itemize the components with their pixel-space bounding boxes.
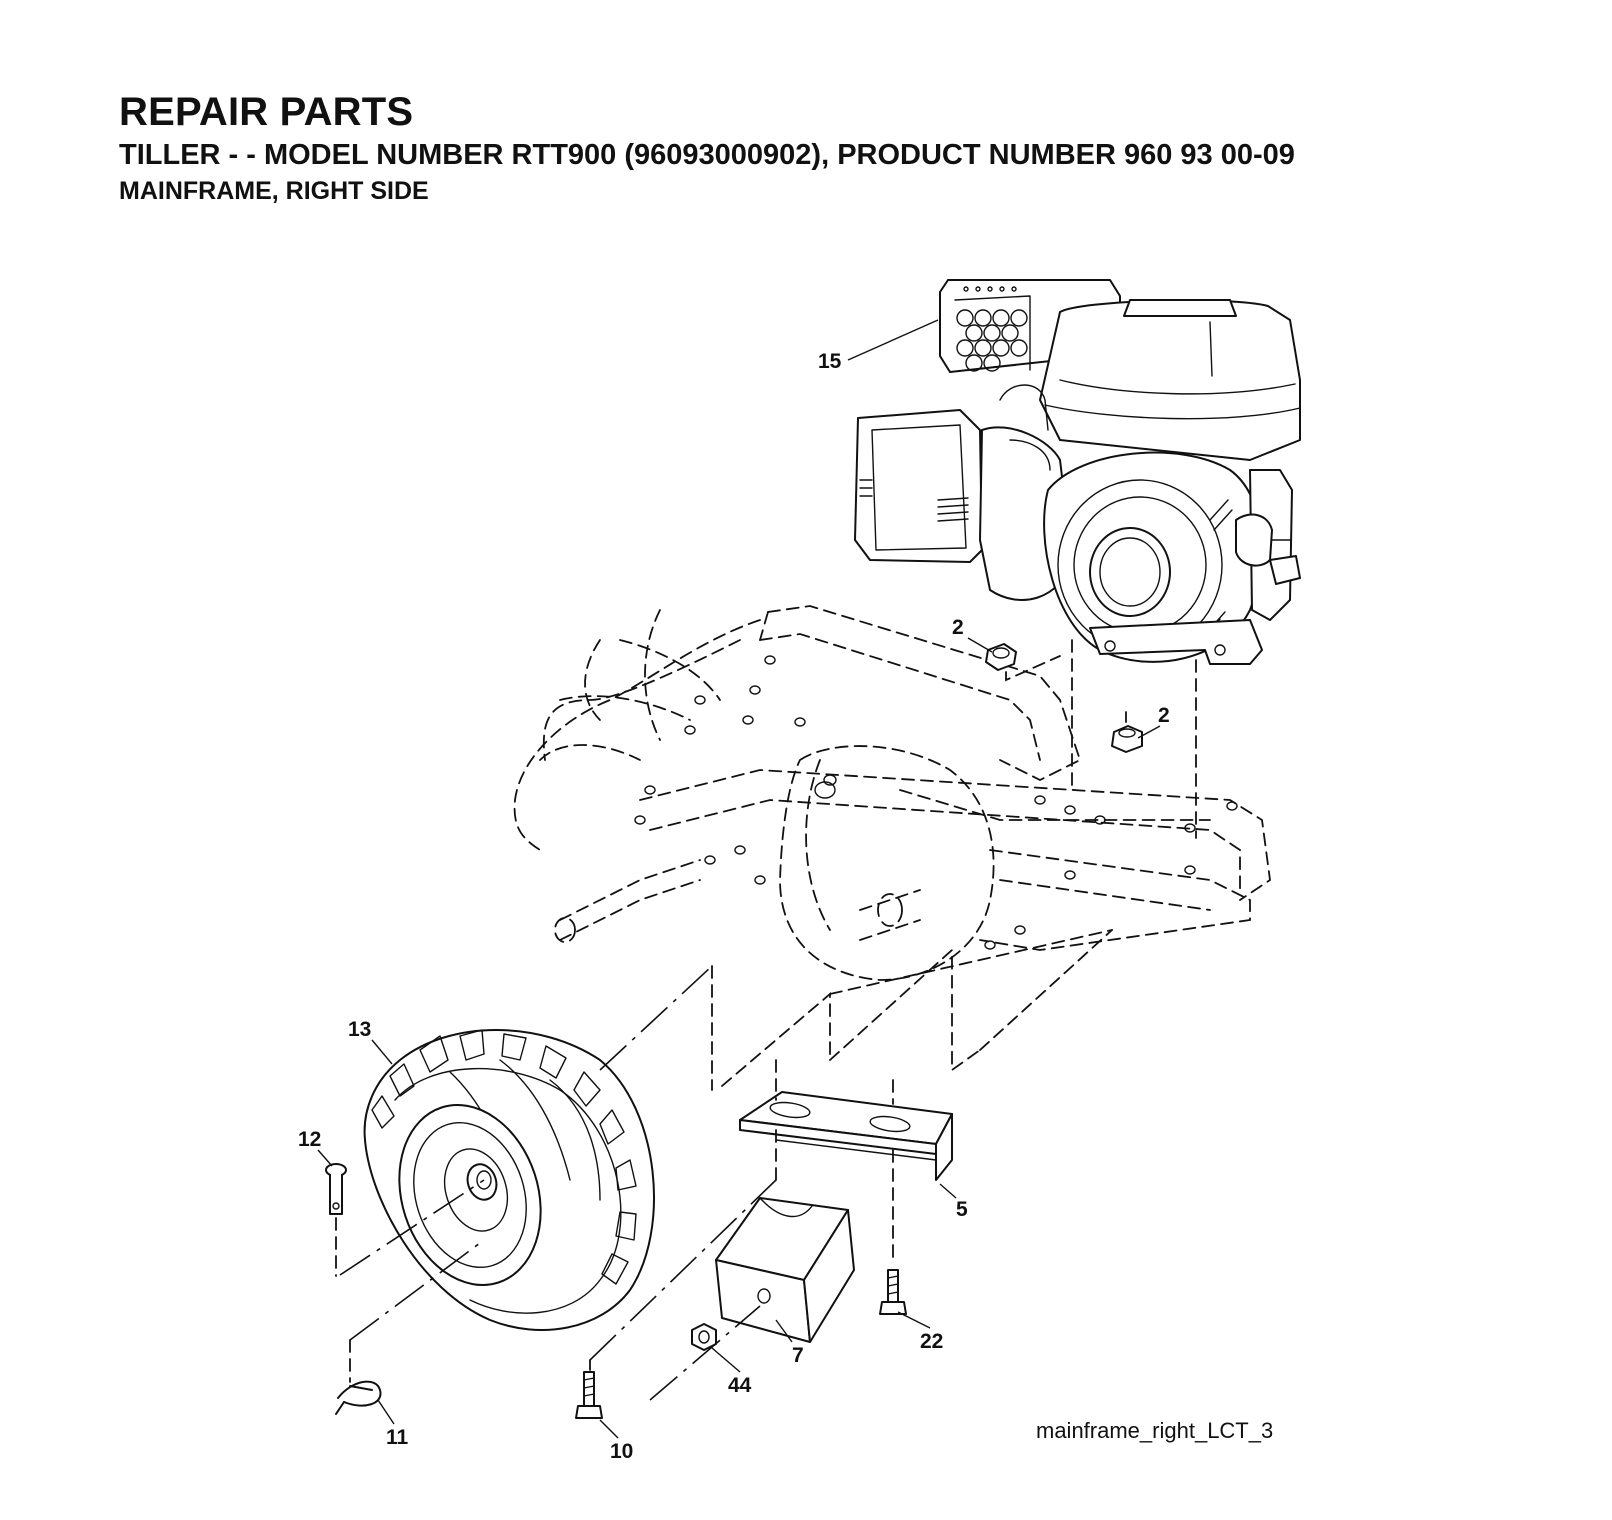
svg-text:2: 2 (952, 616, 964, 639)
callout-12: 12 (298, 1128, 333, 1167)
callout-44: 44 (711, 1347, 752, 1397)
model-subtitle: TILLER - - MODEL NUMBER RTT900 (96093000… (119, 139, 1295, 171)
hairpin-clip (335, 1380, 382, 1415)
wheel-weight (715, 1197, 855, 1343)
wheel-tire (363, 1029, 655, 1331)
clevis-pin (325, 1163, 347, 1215)
svg-text:7: 7 (792, 1344, 804, 1367)
hex-nut-44 (691, 1323, 717, 1351)
fuel-tank (1039, 299, 1301, 461)
engine-assembly (854, 279, 1301, 665)
muffler (854, 409, 983, 563)
svg-text:12: 12 (298, 1128, 321, 1151)
mounting-bracket (739, 1091, 953, 1181)
page-title: REPAIR PARTS (119, 90, 414, 134)
callout-10: 10 (599, 1419, 633, 1463)
svg-text:10: 10 (610, 1440, 633, 1463)
page-header: REPAIR PARTS TILLER - - MODEL NUMBER RTT… (119, 90, 1295, 206)
svg-text:11: 11 (386, 1426, 409, 1449)
section-title: MAINFRAME, RIGHT SIDE (119, 177, 429, 205)
callout-13: 13 (348, 1018, 393, 1065)
callout-5: 5 (939, 1183, 968, 1221)
callout-2-right: 2 (1137, 704, 1170, 739)
engine-mount-nut-right (1111, 711, 1143, 753)
callout-7: 7 (775, 1319, 804, 1367)
mainframe-reference-outline (513, 605, 1271, 981)
bolt-10 (575, 1371, 603, 1419)
callout-2-left: 2 (952, 616, 993, 653)
svg-text:5: 5 (956, 1198, 968, 1221)
engine-mount-nut-left (985, 643, 1061, 682)
svg-text:22: 22 (920, 1330, 943, 1353)
callout-22: 22 (897, 1311, 943, 1353)
svg-text:15: 15 (818, 350, 842, 373)
callout-11: 11 (377, 1399, 409, 1449)
svg-text:44: 44 (728, 1374, 752, 1397)
file-reference: mainframe_right_LCT_3 (1036, 1418, 1274, 1443)
svg-text:2: 2 (1158, 704, 1170, 727)
callout-15: 15 (818, 319, 939, 373)
svg-text:13: 13 (348, 1018, 371, 1041)
recoil-starter (1043, 451, 1263, 663)
bolt-22 (879, 1269, 907, 1315)
